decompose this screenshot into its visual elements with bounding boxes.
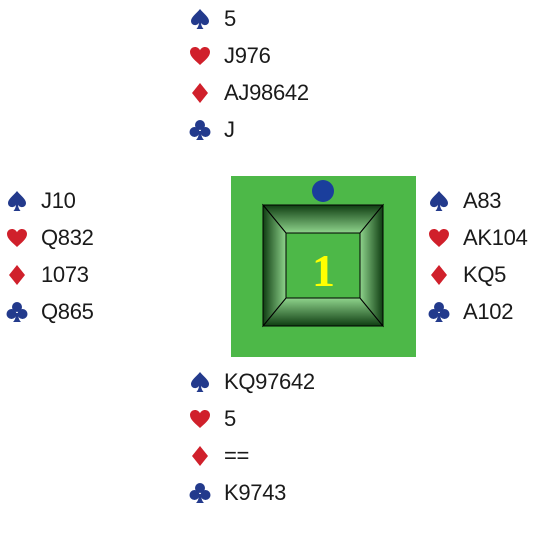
diamond-icon xyxy=(427,263,451,287)
board-table: 1 xyxy=(231,176,416,357)
west-diamonds-row: 1073 xyxy=(5,256,89,293)
diamond-icon xyxy=(188,444,212,468)
heart-icon xyxy=(427,226,451,250)
south-hearts-row: 5 xyxy=(188,400,236,437)
table-graphic xyxy=(231,176,416,357)
spade-icon xyxy=(427,189,451,213)
heart-icon xyxy=(188,44,212,68)
club-icon xyxy=(188,481,212,505)
north-hearts-row: J976 xyxy=(188,37,271,74)
board-number: 1 xyxy=(312,245,335,296)
south-spades-row: KQ97642 xyxy=(188,363,315,400)
south-spades-cards: KQ97642 xyxy=(224,368,315,394)
east-diamonds-row: KQ5 xyxy=(427,256,506,293)
east-clubs-row: A102 xyxy=(427,293,513,330)
west-spades-cards: J10 xyxy=(41,187,76,213)
spade-icon xyxy=(188,7,212,31)
north-diamonds-row: AJ98642 xyxy=(188,74,309,111)
east-spades-cards: A83 xyxy=(463,187,502,213)
club-icon xyxy=(5,300,29,324)
north-spades-cards: 5 xyxy=(224,5,236,31)
club-icon xyxy=(427,300,451,324)
spade-icon xyxy=(5,189,29,213)
north-clubs-row: J xyxy=(188,111,235,148)
west-hand: J10 Q832 1073 Q865 xyxy=(5,182,94,330)
east-hand: A83 AK104 KQ5 A102 xyxy=(427,182,528,330)
west-spades-row: J10 xyxy=(5,182,76,219)
south-hand: KQ97642 5 == K9743 xyxy=(188,363,315,511)
spade-icon xyxy=(188,370,212,394)
east-spades-row: A83 xyxy=(427,182,502,219)
east-diamonds-cards: KQ5 xyxy=(463,261,507,287)
north-clubs-cards: J xyxy=(224,116,235,142)
south-diamonds-cards: == xyxy=(224,442,250,468)
east-hearts-cards: AK104 xyxy=(463,224,528,250)
west-diamonds-cards: 1073 xyxy=(41,261,89,287)
south-clubs-row: K9743 xyxy=(188,474,286,511)
south-diamonds-row: == xyxy=(188,437,249,474)
west-hearts-cards: Q832 xyxy=(41,224,94,250)
diamond-icon xyxy=(5,263,29,287)
dealer-marker xyxy=(312,180,334,202)
south-hearts-cards: 5 xyxy=(224,405,236,431)
diamond-icon xyxy=(188,81,212,105)
east-clubs-cards: A102 xyxy=(463,298,514,324)
east-hearts-row: AK104 xyxy=(427,219,528,256)
heart-icon xyxy=(5,226,29,250)
west-clubs-row: Q865 xyxy=(5,293,94,330)
north-spades-row: 5 xyxy=(188,0,236,37)
north-hand: 5 J976 AJ98642 J xyxy=(188,0,309,148)
club-icon xyxy=(188,118,212,142)
north-hearts-cards: J976 xyxy=(224,42,271,68)
south-clubs-cards: K9743 xyxy=(224,479,287,505)
west-clubs-cards: Q865 xyxy=(41,298,94,324)
north-diamonds-cards: AJ98642 xyxy=(224,79,309,105)
west-hearts-row: Q832 xyxy=(5,219,94,256)
heart-icon xyxy=(188,407,212,431)
